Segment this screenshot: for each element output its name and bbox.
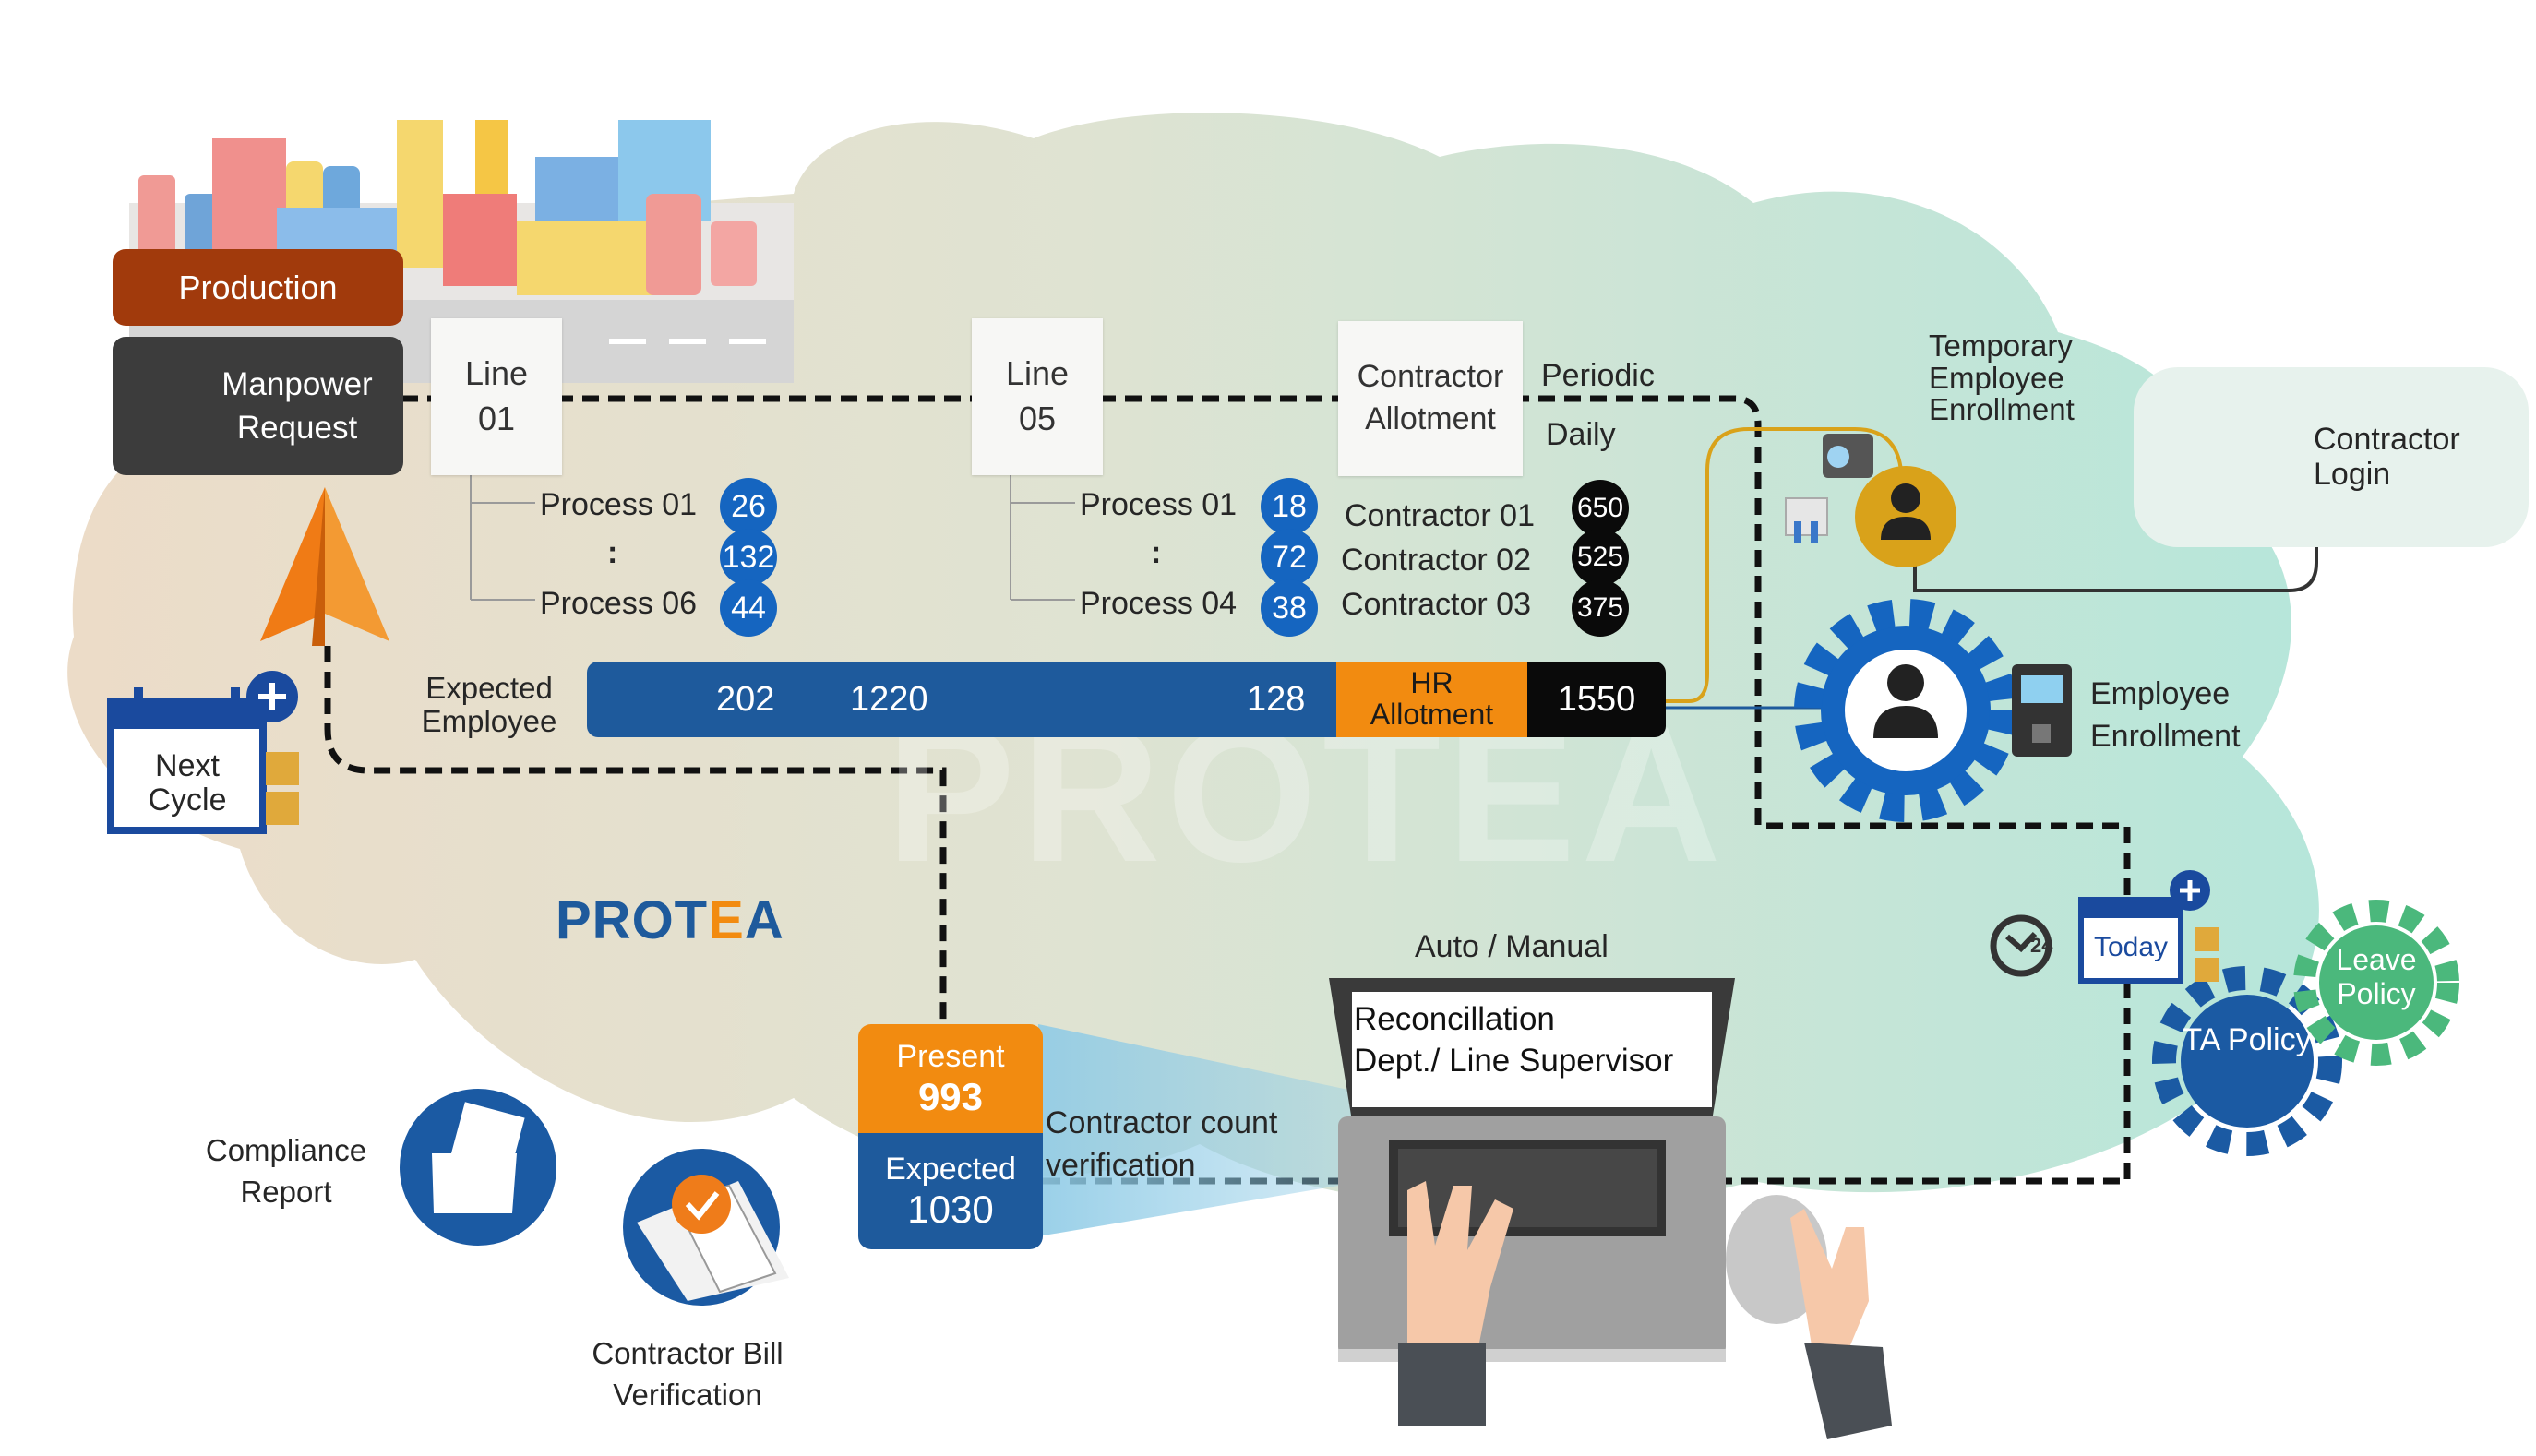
production-box: Production bbox=[113, 249, 403, 326]
daily-label: Daily bbox=[1546, 417, 1616, 452]
line-01-document: Line 01 bbox=[431, 318, 562, 475]
enrollment-connectors bbox=[1661, 427, 1903, 703]
protea-logo: PROTEA bbox=[556, 890, 784, 952]
brand-prefix: PROT bbox=[556, 890, 709, 950]
hr-allotment-label: HR Allotment bbox=[1370, 666, 1494, 731]
camera-icon bbox=[1823, 434, 1873, 478]
clock-24-icon bbox=[1990, 914, 2052, 977]
next-cycle-label: Next Cycle bbox=[148, 748, 227, 818]
manpower-request-button[interactable]: Manpower Request bbox=[113, 337, 403, 475]
line-01-title: Line 01 bbox=[464, 354, 529, 437]
hands-icon bbox=[1398, 1181, 1892, 1439]
expected-label: Expected bbox=[885, 1151, 1016, 1187]
line-05-title: Line 05 bbox=[1005, 354, 1070, 437]
hr-allotment-segment: HR Allotment bbox=[1336, 662, 1527, 737]
request-flow-line bbox=[401, 395, 2131, 1185]
temporary-worker-icon bbox=[1855, 466, 1956, 567]
line-01-process-label: : bbox=[607, 535, 618, 570]
today-label: Today bbox=[2093, 932, 2169, 962]
ta-policy-gear-icon bbox=[2152, 966, 2342, 1156]
periodic-label: Periodic bbox=[1541, 358, 1655, 393]
temporary-enrollment-label: Temporary Employee Enrollment bbox=[1929, 328, 2075, 427]
present-label: Present bbox=[896, 1038, 1005, 1074]
cloud-shape bbox=[67, 113, 2319, 1209]
process-brackets bbox=[470, 471, 1075, 601]
brand-suffix: A bbox=[744, 890, 784, 950]
contractor-count-badge: 525 bbox=[1572, 529, 1629, 586]
line-05-process-label: : bbox=[1151, 535, 1162, 570]
expected-employee-bar: 202 1220 128 bbox=[587, 662, 1336, 737]
contractor-count-badge: 650 bbox=[1572, 480, 1629, 537]
total-segment: 1550 bbox=[1527, 662, 1666, 737]
contractor-label: Contractor 03 bbox=[1341, 587, 1531, 622]
contractor-count-badge: 375 bbox=[1572, 579, 1629, 637]
contractor-bill-icon bbox=[623, 1149, 789, 1306]
leave-policy-label: Leave Policy bbox=[2336, 943, 2417, 1010]
reconciliation-line1: Reconcillation bbox=[1354, 1001, 1555, 1037]
present-value: 993 bbox=[917, 1074, 984, 1118]
reconciliation-line2: Dept./ Line Supervisor bbox=[1354, 1043, 1674, 1079]
employee-enrollment-label: Employee Enrollment bbox=[2090, 676, 2241, 754]
line-05-document: Line 05 bbox=[972, 318, 1103, 475]
line-05-count-badge: 38 bbox=[1261, 579, 1318, 637]
compliance-report-icon bbox=[400, 1089, 556, 1246]
leave-policy-gear-icon bbox=[2293, 900, 2459, 1066]
total-value: 1550 bbox=[1557, 679, 1636, 719]
expected-value-1: 202 bbox=[716, 679, 775, 719]
production-label: Production bbox=[178, 268, 338, 306]
expected-employee-label: Expected Employee bbox=[421, 671, 557, 739]
contractor-count-verification-label: Contractor count verification bbox=[1046, 1105, 1278, 1183]
contractor-label: Contractor 01 bbox=[1345, 498, 1535, 533]
verification-beam bbox=[1038, 1024, 1366, 1236]
ta-policy-label: TA Policy bbox=[2183, 1022, 2312, 1057]
line-05-process-label: Process 04 bbox=[1080, 586, 1238, 621]
contractor-login-box[interactable]: Contractor Login bbox=[2134, 367, 2529, 547]
line-05-process-label: Process 01 bbox=[1080, 487, 1238, 522]
contractor-allotment-title: Contractor Allotment bbox=[1357, 359, 1504, 436]
contractor-allotment-document: Contractor Allotment bbox=[1338, 321, 1523, 476]
line-01-process-label: Process 06 bbox=[540, 586, 698, 621]
auto-manual-label: Auto / Manual bbox=[1415, 929, 1609, 964]
paper-plane-icon bbox=[260, 487, 389, 646]
next-cycle-calendar-icon bbox=[107, 671, 299, 834]
employee-enrollment-gear-icon bbox=[1794, 599, 2017, 822]
expected-value: 1030 bbox=[907, 1187, 994, 1231]
line-01-count-badge: 26 bbox=[720, 478, 777, 535]
manpower-request-label: Manpower Request bbox=[221, 365, 373, 446]
present-box: Present 993 bbox=[858, 1024, 1043, 1133]
contractor-login-label: Contractor Login bbox=[2314, 422, 2460, 492]
login-connector bbox=[1913, 544, 2318, 592]
feedback-flow-line bbox=[324, 646, 947, 1024]
line-01-count-badge: 132 bbox=[720, 529, 777, 586]
contractor-label: Contractor 02 bbox=[1341, 543, 1531, 578]
brand-accent: E bbox=[708, 890, 745, 950]
today-calendar-icon bbox=[2078, 870, 2219, 984]
id-card-reader-icon bbox=[1785, 497, 1828, 543]
line-01-count-badge: 44 bbox=[720, 579, 777, 637]
compliance-report-label: Compliance Report bbox=[205, 1133, 367, 1209]
expected-box: Expected 1030 bbox=[858, 1133, 1043, 1249]
expected-value-2: 1220 bbox=[850, 679, 928, 719]
line-05-count-badge: 18 bbox=[1261, 478, 1318, 535]
line-01-process-label: Process 01 bbox=[540, 487, 698, 522]
expected-value-3: 128 bbox=[1247, 679, 1306, 719]
clock-24-label: 24 bbox=[2030, 934, 2053, 957]
line-05-count-badge: 72 bbox=[1261, 529, 1318, 586]
biometric-device-icon bbox=[2012, 664, 2072, 757]
contractor-bill-label: Contractor Bill Verification bbox=[592, 1336, 784, 1412]
